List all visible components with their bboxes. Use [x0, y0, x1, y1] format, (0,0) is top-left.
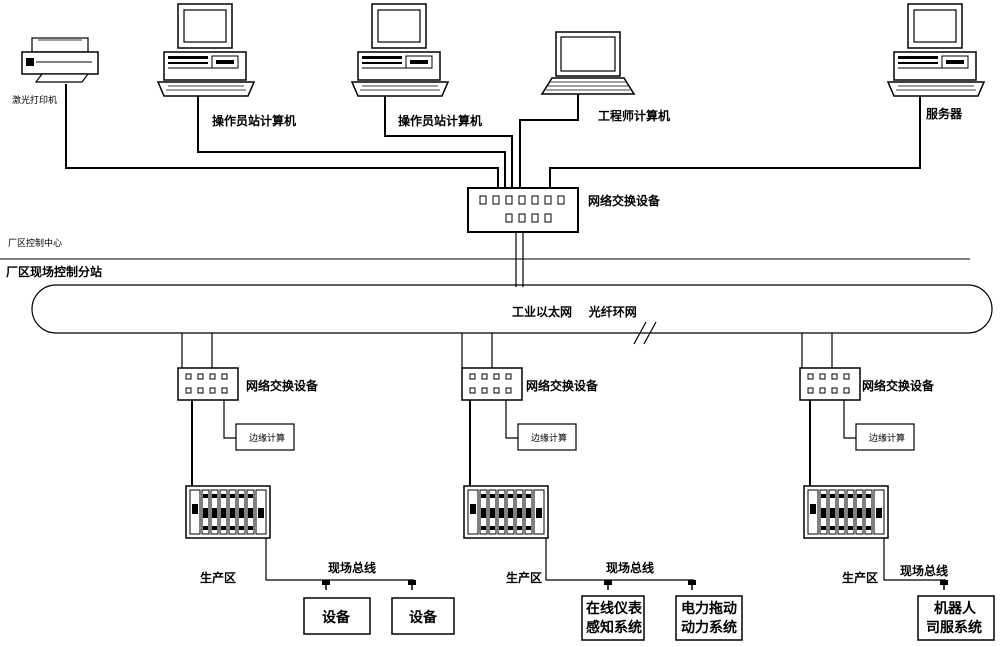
branch-2-controller-rack-icon — [463, 485, 549, 539]
field-station-zone-label: 厂区现场控制分站 — [6, 264, 102, 279]
branch-3-device-1-line1: 机器人 — [934, 600, 977, 617]
branch-2-device-2-box — [675, 595, 743, 641]
branch-1-edge-label: 边缘计算 — [249, 432, 285, 444]
branch-1-device-1-box — [303, 597, 371, 635]
branch-1-switch-label: 网络交换设备 — [246, 378, 319, 393]
main-network-switch-icon — [467, 187, 579, 233]
branch-3-edge-label: 边缘计算 — [869, 432, 905, 444]
branch-1-fieldbus-label: 现场总线 — [328, 560, 376, 575]
branch-1: 网络交换设备 边缘计算 生产区 现场总线 设备 设备 — [177, 333, 455, 635]
engineer-laptop-icon — [541, 31, 635, 95]
operator-computer-1-icon — [157, 3, 255, 97]
branch-1-edge-box — [235, 423, 295, 451]
ring-network-label: 工业以太网 光纤环网 — [512, 304, 637, 319]
branch-1-device-1-label: 设备 — [322, 609, 351, 626]
server-icon — [887, 3, 985, 97]
branch-3-fieldbus-label: 现场总线 — [900, 563, 948, 578]
branch-1-device-2-label: 设备 — [409, 609, 438, 626]
branch-2-edge-label: 边缘计算 — [531, 432, 567, 444]
operator-computer-2-label: 操作员站计算机 — [398, 113, 482, 128]
branch-3-production-label: 生产区 — [842, 570, 878, 585]
branch-2-edge-box — [517, 423, 577, 451]
branch-3: 网络交换设备 边缘计算 生产区 现场总线 机器人 司服系统 — [799, 333, 995, 641]
branch-1-controller-rack-icon — [185, 485, 271, 539]
branch-2-device-2-line1: 电力拖动 — [681, 600, 737, 617]
operator-computer-1-label: 操作员站计算机 — [212, 113, 296, 128]
branch-2-device-2-line2: 动力系统 — [681, 619, 737, 636]
control-center-zone-label: 厂区控制中心 — [8, 237, 62, 249]
ring-break-mark — [633, 321, 657, 345]
optical-fiber-ring — [31, 284, 993, 334]
branch-3-switch-label: 网络交换设备 — [862, 378, 935, 393]
branch-1-production-label: 生产区 — [200, 570, 236, 585]
branch-1-device-2-box — [391, 597, 455, 635]
printer-label: 激光打印机 — [12, 94, 57, 106]
branch-3-device-1-line2: 司服系统 — [926, 619, 982, 636]
branch-3-switch-icon — [799, 367, 861, 401]
branch-3-edge-box — [855, 423, 915, 451]
branch-3-controller-rack-icon — [803, 485, 889, 539]
branch-2: 网络交换设备 边缘计算 生产区 现场总线 在线仪表 感知系统 电力拖动 动力系统 — [461, 333, 743, 641]
engineer-computer-label: 工程师计算机 — [598, 108, 670, 123]
branch-3-device-1-box — [917, 595, 995, 641]
branch-2-switch-label: 网络交换设备 — [526, 378, 599, 393]
operator-computer-2-icon — [351, 3, 449, 97]
server-label: 服务器 — [926, 106, 963, 121]
branch-2-production-label: 生产区 — [506, 570, 542, 585]
branch-2-fieldbus-label: 现场总线 — [606, 560, 654, 575]
branch-2-switch-icon — [461, 367, 523, 401]
branch-2-device-1-line2: 感知系统 — [586, 619, 642, 636]
branch-1-switch-icon — [177, 367, 239, 401]
branch-2-device-1-box — [581, 595, 645, 641]
laser-printer-icon — [21, 37, 99, 83]
main-switch-label: 网络交换设备 — [588, 193, 661, 208]
branch-2-device-1-line1: 在线仪表 — [586, 600, 643, 617]
control-center-cabling — [65, 84, 921, 188]
